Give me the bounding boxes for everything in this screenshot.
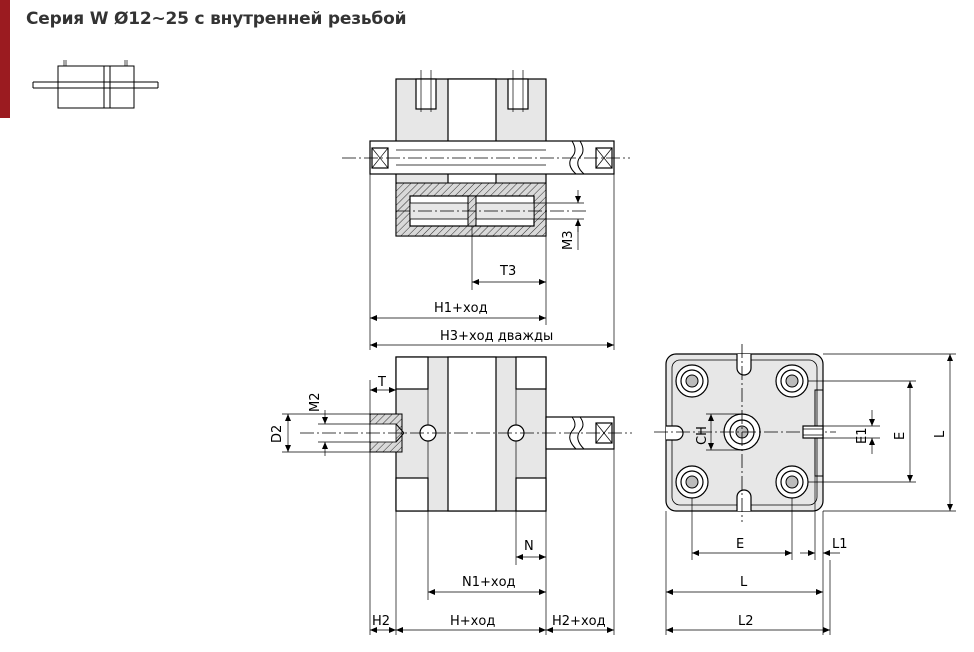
dim-m3: M3 xyxy=(561,231,576,251)
dim-h2-right: H2+ход xyxy=(552,614,606,629)
front-view: T M2 D2 N N1+ход H2 H+ход H2+ход xyxy=(270,356,632,635)
dim-n1: N1+ход xyxy=(462,575,516,590)
front-view-center-block xyxy=(447,356,497,512)
mounting-hole-bottom-left xyxy=(675,465,709,499)
top-port-right xyxy=(507,78,529,110)
dim-e-bottom: E xyxy=(736,537,744,552)
dim-t3: T3 xyxy=(499,264,516,279)
double-rod-cylinder-symbol-icon xyxy=(32,60,159,109)
dim-l1: L1 xyxy=(832,537,848,552)
top-view: M3 T3 H1+ход H3+ход дважды xyxy=(342,70,630,350)
dim-h1: H1+ход xyxy=(434,301,488,316)
dim-h3: H3+ход дважды xyxy=(440,329,553,344)
mounting-hole-top-left xyxy=(675,364,709,398)
dim-e1: E1 xyxy=(855,428,870,445)
mounting-hole-bottom-right xyxy=(775,465,809,499)
dim-l2: L2 xyxy=(738,614,754,629)
dim-t: T xyxy=(377,375,386,390)
side-port xyxy=(802,425,824,439)
dim-h2-left: H2 xyxy=(372,614,390,629)
page-title: Серия W Ø12~25 с внутренней резьбой xyxy=(26,9,407,29)
top-view-rod xyxy=(369,140,615,175)
accent-bar xyxy=(0,0,10,118)
top-port-left xyxy=(415,78,437,110)
end-view: CH E1 E L E L1 L L2 xyxy=(654,344,956,635)
mounting-hole-top-right xyxy=(775,364,809,398)
dim-ch: CH xyxy=(695,426,710,445)
dim-m2: M2 xyxy=(308,393,323,413)
dim-h: H+ход xyxy=(450,614,495,629)
dim-l-right: L xyxy=(933,430,948,438)
dim-n: N xyxy=(524,539,534,554)
dim-l-bottom: L xyxy=(740,575,748,590)
dim-d2: D2 xyxy=(270,425,285,443)
dim-e-right: E xyxy=(893,432,908,440)
